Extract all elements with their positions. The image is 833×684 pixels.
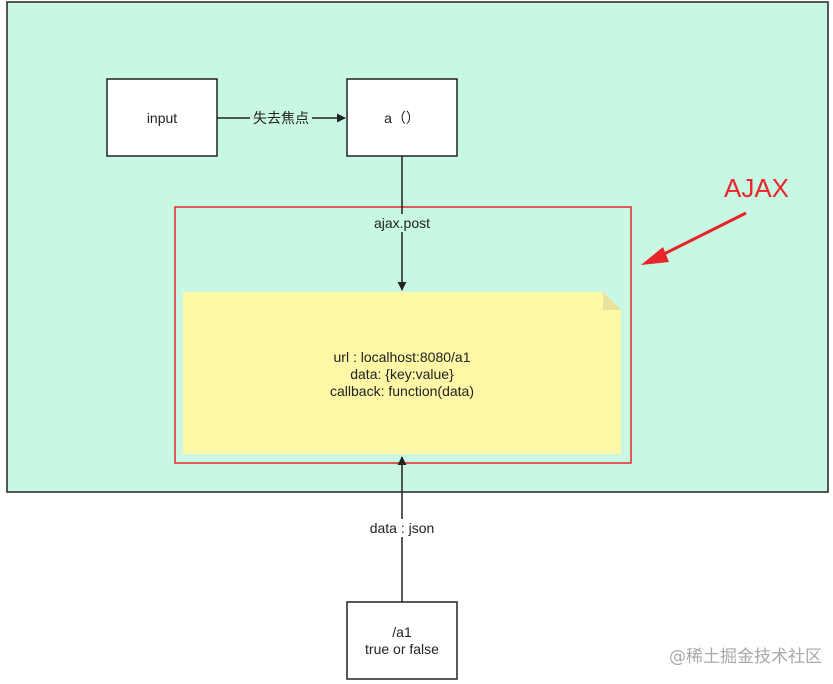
ajax-annotation-arrowhead bbox=[641, 247, 669, 265]
response-edge: data : json bbox=[362, 456, 442, 602]
note-line-data: data: {key:value} bbox=[350, 366, 454, 382]
server-result-label: true or false bbox=[365, 641, 439, 657]
function-a-node: a（） bbox=[346, 78, 458, 157]
blur-edge: 失去焦点 bbox=[217, 109, 346, 127]
input-node-label: input bbox=[147, 110, 177, 126]
request-note: url : localhost:8080/a1 data: {key:value… bbox=[183, 292, 621, 454]
server-node: /a1 true or false bbox=[346, 601, 458, 680]
note-line-callback: callback: function(data) bbox=[330, 383, 474, 399]
blur-edge-label: 失去焦点 bbox=[253, 110, 309, 126]
ajax-post-edge: ajax.post bbox=[370, 156, 434, 291]
ajax-annotation: AJAX bbox=[641, 173, 789, 265]
input-node: input bbox=[106, 78, 218, 157]
watermark: @稀土掘金技术社区 bbox=[669, 647, 822, 667]
function-a-label: a（） bbox=[384, 110, 420, 126]
ajax-post-label: ajax.post bbox=[374, 215, 430, 231]
note-line-url: url : localhost:8080/a1 bbox=[334, 349, 471, 365]
server-route-label: /a1 bbox=[392, 624, 412, 640]
response-edge-label: data : json bbox=[370, 520, 435, 536]
ajax-annotation-label: AJAX bbox=[724, 173, 789, 203]
